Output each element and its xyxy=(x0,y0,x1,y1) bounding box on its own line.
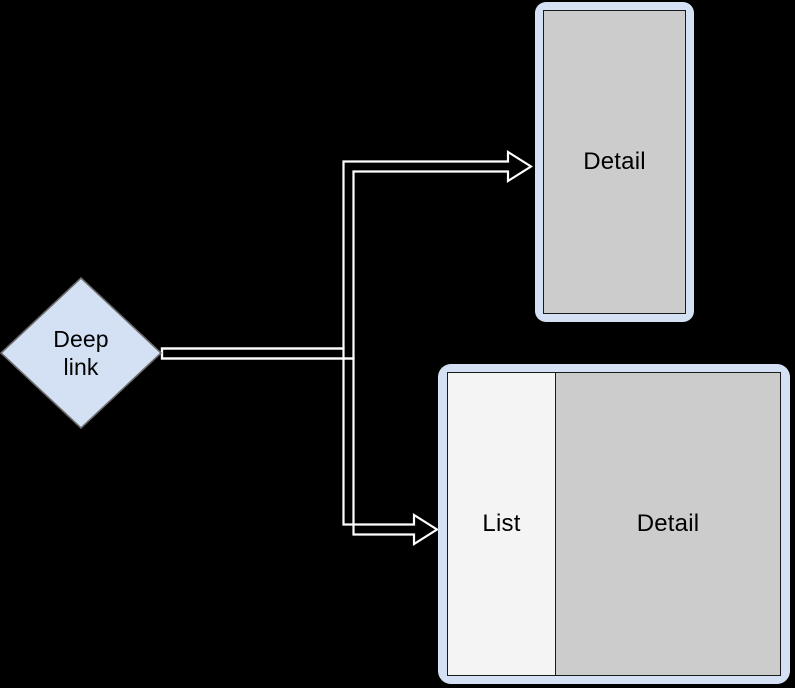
node-deep-link-label: Deep link xyxy=(0,277,162,429)
node-tablet-list-detail-frame[interactable]: List Detail xyxy=(438,364,790,684)
phone-pane-detail[interactable]: Detail xyxy=(544,11,685,313)
connector-deep-link-to-tablet xyxy=(160,347,440,546)
node-deep-link-label-line2: link xyxy=(63,354,99,380)
diamond-shape xyxy=(0,277,162,429)
tablet-pane-list[interactable]: List xyxy=(448,373,556,675)
tablet-screen: List Detail xyxy=(447,372,781,676)
node-phone-detail-frame[interactable]: Detail xyxy=(535,2,694,322)
phone-screen: Detail xyxy=(543,10,686,314)
tablet-pane-detail[interactable]: Detail xyxy=(556,373,780,675)
node-deep-link[interactable]: Deep link xyxy=(0,277,162,429)
node-deep-link-label-line1: Deep xyxy=(53,326,109,352)
connector-deep-link-to-phone xyxy=(160,150,534,360)
